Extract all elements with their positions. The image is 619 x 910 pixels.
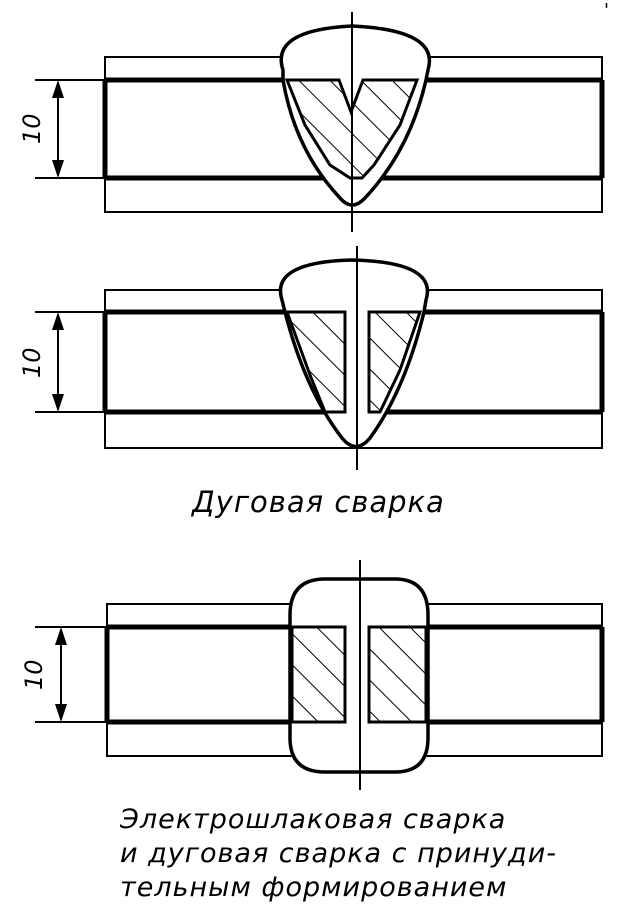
- dimension-label: 10: [18, 347, 46, 378]
- dimension-label: 10: [20, 659, 48, 690]
- fusion-zone-left: [290, 625, 347, 724]
- corner-mark: ': [604, 0, 609, 21]
- arrow-down: [55, 704, 67, 722]
- caption-electroslag-line-1: Электрошлаковая сварка: [119, 804, 506, 835]
- fusion-zone-right: [367, 310, 423, 414]
- weld-diagram-v-groove: 10: [18, 12, 605, 232]
- arrow-down: [52, 394, 64, 412]
- arrow-up: [55, 627, 67, 645]
- fusion-zone-right: [367, 625, 428, 724]
- weld-diagram-electroslag: 10: [20, 560, 605, 790]
- caption-electroslag-line-2: и дуговая сварка с принуди-: [120, 838, 557, 869]
- caption-arc-welding: Дуговая сварка: [190, 485, 445, 519]
- fusion-zone-left: [284, 310, 347, 414]
- arrow-down: [52, 160, 64, 178]
- weld-diagram-gap: 10: [18, 246, 605, 470]
- fusion-zone-outline: [284, 78, 420, 180]
- arrow-up: [52, 80, 64, 98]
- arrow-up: [52, 312, 64, 330]
- dimension-label: 10: [18, 113, 46, 144]
- caption-electroslag-line-3: тельным формированием: [120, 872, 507, 903]
